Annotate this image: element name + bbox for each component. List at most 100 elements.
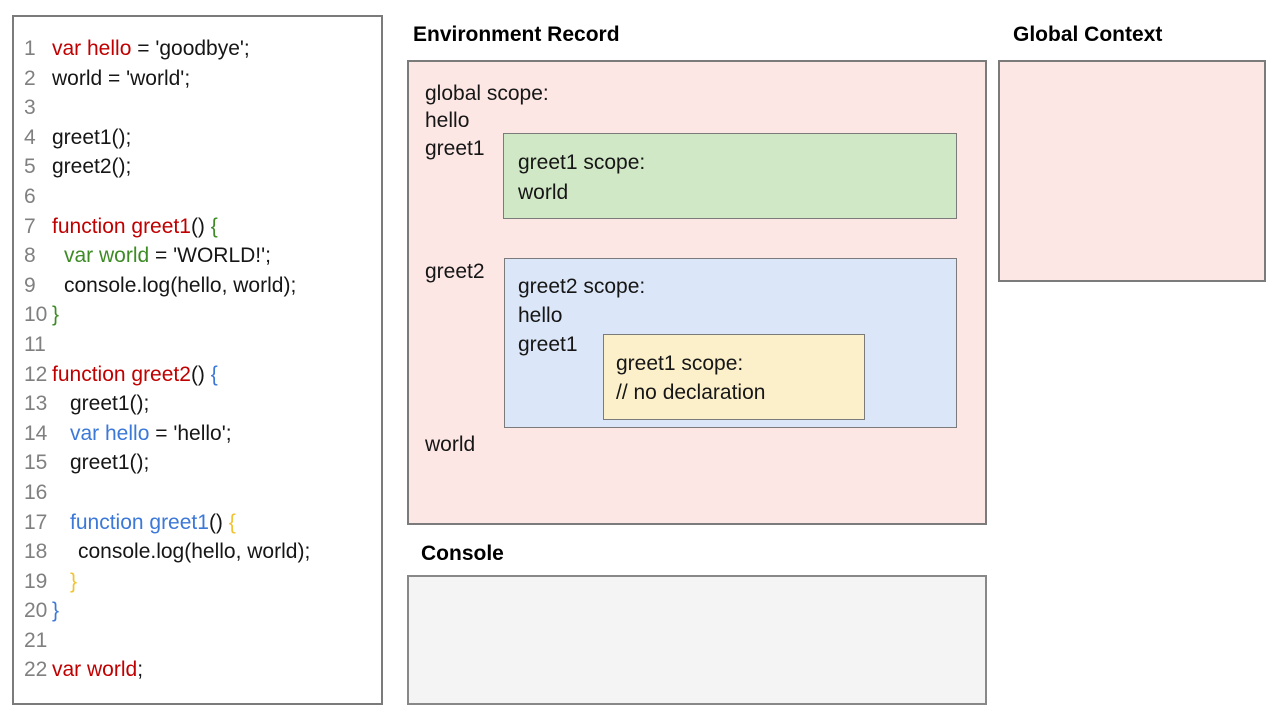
- line-number: 3: [24, 96, 36, 120]
- line-number: 15: [24, 451, 48, 475]
- line-number: 16: [24, 480, 48, 504]
- line-number: 7: [24, 214, 36, 238]
- code-text: var world;: [52, 655, 143, 685]
- code-segment: function greet1: [70, 510, 209, 534]
- greet2-var-hello: hello: [518, 304, 563, 327]
- code-segment: }: [52, 303, 60, 327]
- code-segment: console.log(hello, world);: [78, 540, 311, 564]
- greet1-scope-label: greet1 scope:: [518, 151, 646, 174]
- line-number: 1: [24, 37, 36, 60]
- line-number: 19: [24, 569, 48, 593]
- global-hoisted-world: world: [425, 433, 476, 456]
- global-scope-label: global scope:: [425, 82, 549, 105]
- code-text: console.log(hello, world);: [52, 271, 296, 301]
- code-text: greet1();: [52, 448, 149, 478]
- code-segment: = 'WORLD!';: [149, 244, 271, 268]
- code-text: greet1();: [52, 389, 149, 419]
- code-text: }: [52, 567, 77, 597]
- code-panel: 1 var hello = 'goodbye'; 2 world = 'world';…: [12, 15, 383, 705]
- line-number: 4: [24, 125, 36, 149]
- line-number: 8: [24, 244, 36, 268]
- code-segment: var world: [64, 244, 150, 268]
- code-line: 4 greet1();: [14, 123, 381, 153]
- line-number: 22: [24, 658, 48, 682]
- code-text: }: [52, 596, 59, 626]
- code-line: 16: [14, 478, 381, 508]
- global-scope-box: global scope: hello greet1 greet2 world …: [407, 60, 987, 525]
- greet2-greet1-scope-box: greet1 scope: // no declaration: [603, 334, 865, 420]
- line-number: 18: [24, 540, 48, 564]
- code-line: 2 world = 'world';: [14, 64, 381, 94]
- code-segment: (): [190, 214, 211, 238]
- code-segment: greet1();: [70, 451, 150, 475]
- code-line: 7 function greet1() {: [14, 212, 381, 242]
- code-text: }: [52, 300, 59, 330]
- code-segment: = 'goodbye';: [131, 37, 250, 60]
- code-segment: {: [210, 214, 218, 238]
- code-segment: function greet2: [52, 362, 191, 386]
- console-box: [407, 575, 987, 705]
- greet1-scope-box: greet1 scope: world: [503, 133, 957, 219]
- greet2-greet1-scope-label: greet1 scope:: [616, 352, 744, 375]
- greet2-scope-box: greet2 scope: hello greet1 greet1 scope:…: [504, 258, 957, 428]
- code-line: 8 var world = 'WORLD!';: [14, 241, 381, 271]
- code-segment: var hello: [70, 421, 150, 445]
- code-segment: ;: [137, 658, 144, 682]
- code-line: 5 greet2();: [14, 152, 381, 182]
- code-line: 11: [14, 330, 381, 360]
- global-context-box: [998, 60, 1266, 282]
- code-line: 6: [14, 182, 381, 212]
- code-segment: {: [210, 362, 218, 386]
- code-lines: 1 var hello = 'goodbye'; 2 world = 'world';…: [14, 34, 381, 685]
- code-segment: world = 'world';: [52, 66, 191, 90]
- global-hoisted-hello: hello: [425, 109, 470, 132]
- code-segment: (): [208, 510, 229, 534]
- global-hoisted-greet1: greet1: [425, 137, 485, 160]
- greet2-scope-label: greet2 scope:: [518, 275, 646, 298]
- line-number: 11: [24, 332, 46, 356]
- code-line: 1 var hello = 'goodbye';: [14, 34, 381, 64]
- code-text: function greet1() {: [52, 508, 236, 538]
- code-text: var hello = 'goodbye';: [52, 34, 250, 64]
- code-text: var world = 'WORLD!';: [52, 241, 271, 271]
- code-segment: console.log(hello, world);: [64, 273, 297, 297]
- greet1-var-world: world: [518, 181, 569, 204]
- code-segment: }: [70, 569, 78, 593]
- line-number: 5: [24, 155, 36, 179]
- code-segment: var world: [52, 658, 138, 682]
- environment-record-title: Environment Record: [413, 23, 620, 46]
- line-number: 20: [24, 599, 48, 623]
- line-number: 10: [24, 303, 48, 327]
- code-text: greet2();: [52, 152, 131, 182]
- code-segment: var hello: [52, 37, 132, 60]
- code-line: 10}: [14, 300, 381, 330]
- line-number: 6: [24, 184, 36, 208]
- line-number: 2: [24, 66, 36, 90]
- code-segment: greet1();: [52, 125, 132, 149]
- code-text: function greet2() {: [52, 360, 218, 390]
- code-line: 15 greet1();: [14, 448, 381, 478]
- code-line: 19}: [14, 567, 381, 597]
- greet2-greet1-scope-comment: // no declaration: [616, 381, 766, 404]
- code-segment: greet1();: [70, 392, 150, 416]
- global-context-title: Global Context: [1013, 23, 1163, 46]
- line-number: 14: [24, 421, 48, 445]
- code-text: world = 'world';: [52, 64, 190, 94]
- line-number: 12: [24, 362, 48, 386]
- code-segment: }: [52, 599, 60, 623]
- code-text: var hello = 'hello';: [52, 419, 232, 449]
- code-text: greet1();: [52, 123, 131, 153]
- code-segment: (): [190, 362, 211, 386]
- line-number: 21: [24, 628, 48, 652]
- code-line: 3: [14, 93, 381, 123]
- code-line: 20}: [14, 596, 381, 626]
- line-number: 17: [24, 510, 48, 534]
- console-title: Console: [421, 542, 504, 565]
- code-segment: function greet1: [52, 214, 191, 238]
